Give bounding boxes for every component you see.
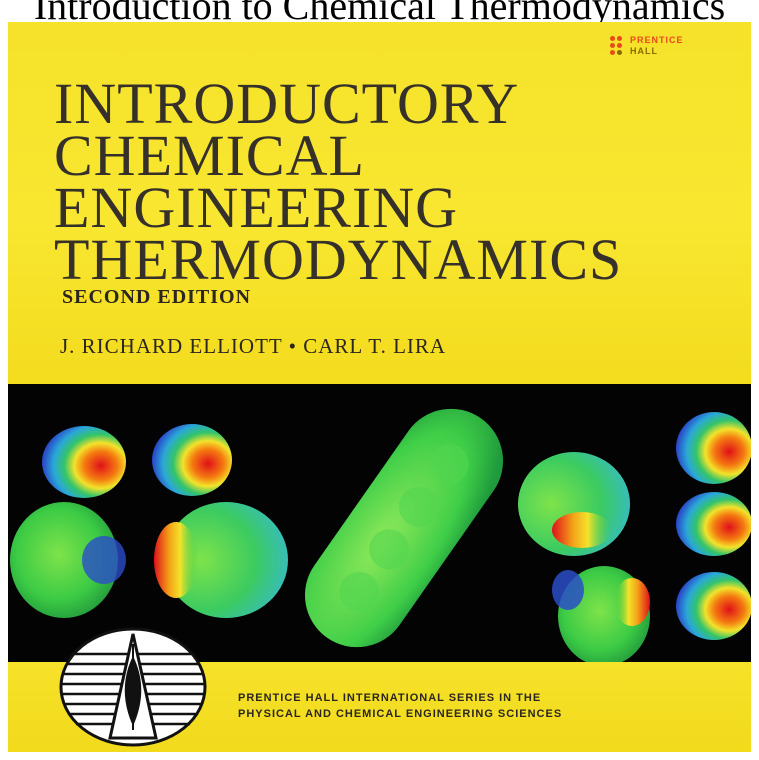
series-line-1: PRENTICE HALL INTERNATIONAL SERIES IN TH… — [238, 692, 542, 704]
authors-line: J. RICHARD ELLIOTT • CARL T. LIRA — [60, 334, 447, 358]
series-title: PRENTICE HALL INTERNATIONAL SERIES IN TH… — [238, 690, 738, 722]
series-line-2: PHYSICAL AND CHEMICAL ENGINEERING SCIENC… — [238, 708, 563, 720]
cover-title-panel: PRENTICE HALL INTRODUCTORY CHEMICAL ENGI… — [8, 22, 751, 384]
title-line-1: INTRODUCTORY — [54, 71, 520, 136]
edition-label: SECOND EDITION — [62, 286, 252, 308]
page-caption: Introduction to Chemical Thermodynamics — [33, 0, 726, 26]
series-emblem-icon — [59, 627, 207, 747]
series-band: PRENTICE HALL INTERNATIONAL SERIES IN TH… — [8, 627, 751, 752]
book-cover: PRENTICE HALL INTRODUCTORY CHEMICAL ENGI… — [8, 22, 751, 752]
title-line-2: CHEMICAL — [54, 123, 365, 188]
molecule-illustration — [10, 408, 751, 662]
publisher-logo: PRENTICE HALL — [610, 34, 720, 60]
publisher-logo-word-hall: HALL — [630, 46, 658, 56]
publisher-logo-word-prentice: PRENTICE — [630, 35, 684, 45]
cover-image-panel — [8, 384, 751, 662]
title-line-4: THERMODYNAMICS — [54, 227, 623, 292]
publisher-logo-dots-icon — [610, 36, 626, 56]
title-line-3: ENGINEERING — [54, 175, 459, 240]
